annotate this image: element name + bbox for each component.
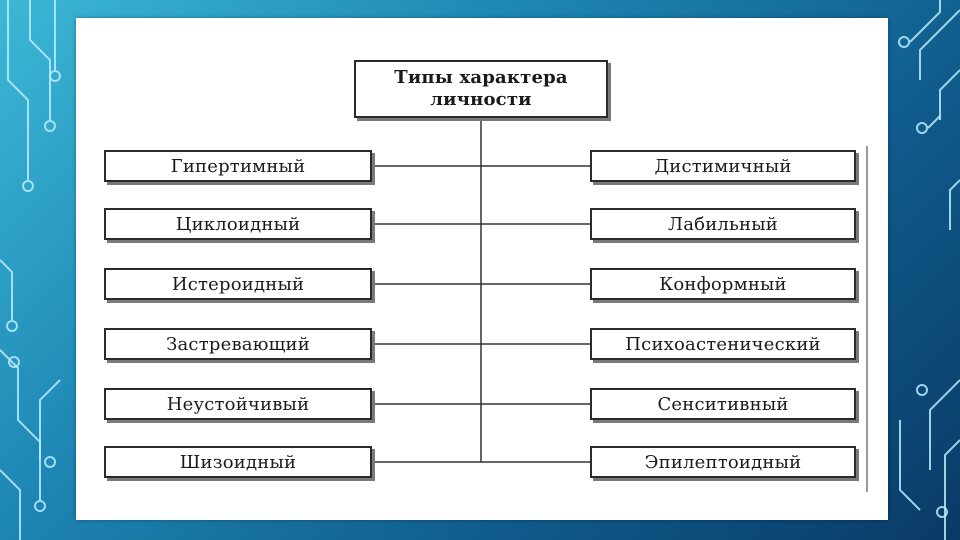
- right-node: Дистимичный: [590, 150, 856, 182]
- left-node-label: Циклоидный: [176, 214, 301, 235]
- left-node-label: Шизоидный: [180, 452, 296, 473]
- right-node-label: Лабильный: [668, 214, 778, 235]
- slide-panel: Типы характера личности Гипертимный Цикл…: [76, 18, 888, 520]
- left-node-label: Гипертимный: [171, 156, 306, 177]
- right-node-label: Психоастенический: [625, 334, 820, 355]
- right-node: Лабильный: [590, 208, 856, 240]
- left-node: Застревающий: [104, 328, 372, 360]
- right-node-label: Сенситивный: [657, 394, 788, 415]
- right-node: Эпилептоидный: [590, 446, 856, 478]
- right-node-label: Эпилептоидный: [645, 452, 802, 473]
- left-node: Циклоидный: [104, 208, 372, 240]
- right-node: Сенситивный: [590, 388, 856, 420]
- left-node: Гипертимный: [104, 150, 372, 182]
- left-node-label: Неустойчивый: [167, 394, 310, 415]
- scan-edge-shadow: [866, 146, 868, 492]
- root-label: Типы характера личности: [366, 67, 596, 110]
- right-node-label: Конформный: [659, 274, 787, 295]
- right-node: Психоастенический: [590, 328, 856, 360]
- left-node-label: Застревающий: [166, 334, 310, 355]
- right-node: Конформный: [590, 268, 856, 300]
- root-node: Типы характера личности: [354, 60, 608, 118]
- right-node-label: Дистимичный: [654, 156, 791, 177]
- left-node: Истероидный: [104, 268, 372, 300]
- left-node-label: Истероидный: [172, 274, 304, 295]
- left-node: Шизоидный: [104, 446, 372, 478]
- left-node: Неустойчивый: [104, 388, 372, 420]
